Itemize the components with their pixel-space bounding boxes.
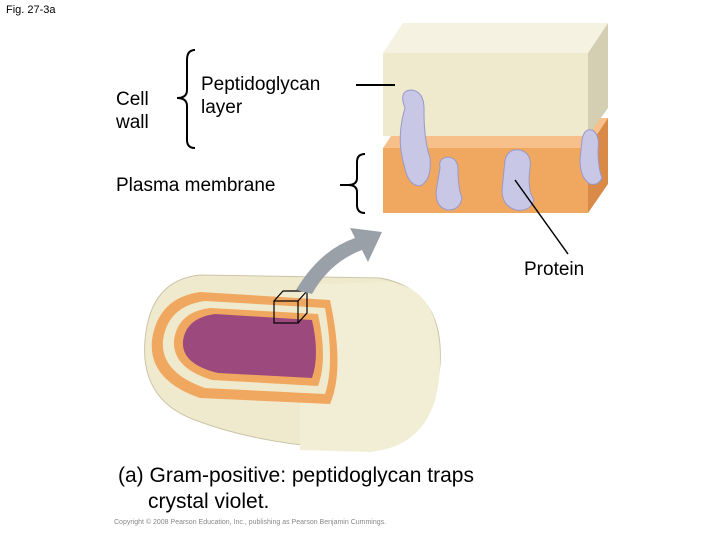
figure-caption: (a) Gram-positive: peptidoglycan traps c… — [118, 463, 474, 515]
annotation-lines — [176, 49, 569, 255]
cell-wall-label: Cell wall — [116, 88, 149, 134]
caption-line2: crystal violet. — [148, 490, 270, 513]
caption-line1: (a) Gram-positive: peptidoglycan traps — [118, 464, 474, 487]
peptidoglycan-label: Peptidoglycan layer — [201, 73, 320, 119]
protein-label: Protein — [524, 259, 585, 280]
cell-wall-label-line2: wall — [116, 112, 149, 133]
peptidoglycan-label-line2: layer — [201, 97, 243, 118]
zoom-arrow — [296, 228, 382, 294]
cell-wall-block — [383, 23, 608, 213]
protein-shapes — [399, 89, 603, 211]
cell-wall-label-line1: Cell — [116, 89, 149, 110]
figure-label: Fig. 27-3a — [6, 4, 56, 16]
peptidoglycan-label-line1: Peptidoglycan — [201, 74, 321, 95]
bacterium-illustration — [144, 228, 441, 452]
plasma-membrane-label: Plasma membrane — [116, 175, 276, 196]
copyright-notice: Copyright © 2008 Pearson Education, Inc.… — [114, 519, 387, 526]
cube-marker — [273, 290, 309, 324]
